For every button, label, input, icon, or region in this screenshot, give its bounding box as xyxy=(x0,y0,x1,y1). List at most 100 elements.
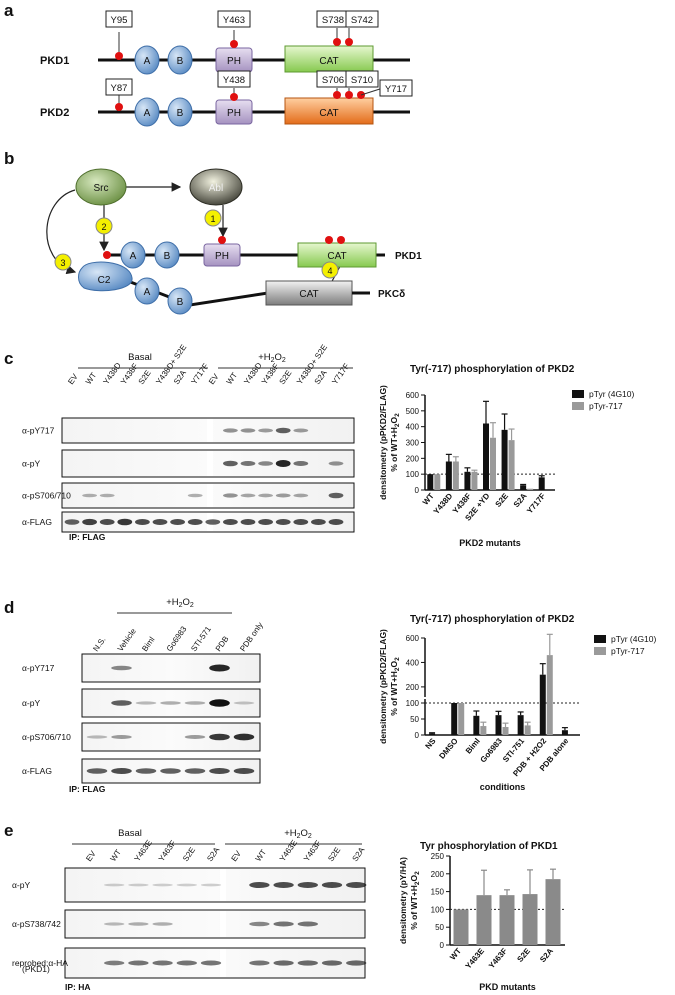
x-tick-label: WT xyxy=(421,491,436,506)
b-domain-ph: PH xyxy=(215,251,229,262)
lane-label: Y717F xyxy=(189,362,210,387)
band xyxy=(135,701,157,705)
band xyxy=(328,518,344,526)
x-tick-label: Y438D xyxy=(432,491,455,516)
y-tick-label: 300 xyxy=(406,439,420,448)
band xyxy=(273,881,294,889)
bar xyxy=(483,423,489,490)
site-s706: S706 xyxy=(322,75,344,86)
bar xyxy=(561,730,568,735)
chart-title: Tyr(-717) phosphorylation of PKD2 xyxy=(410,614,575,625)
legend-swatch xyxy=(572,390,584,398)
lane-label: S2A xyxy=(205,845,221,863)
legend-swatch xyxy=(572,402,584,410)
legend-swatch xyxy=(594,635,606,643)
lane-label: STI-571 xyxy=(189,624,213,653)
x-tick-label: Go6983 xyxy=(479,736,505,764)
ip-label: IP: FLAG xyxy=(69,532,106,542)
x-tick-label: Y463E xyxy=(464,946,487,971)
band xyxy=(170,518,185,526)
x-tick-label: S2A xyxy=(512,491,529,509)
lane-label: N.S. xyxy=(91,635,107,653)
band xyxy=(152,518,168,526)
y-tick-label: 0 xyxy=(415,486,420,495)
panel-c-label: c xyxy=(4,349,13,368)
y-axis-label: % of WT+H2O2 xyxy=(409,871,421,930)
band xyxy=(160,701,181,705)
blot-label: α-pS706/710 xyxy=(22,732,71,742)
y-axis-label: densitometry (pPKD2/FLAG) xyxy=(378,385,388,500)
lane-label: WT xyxy=(254,848,269,863)
lane-label: S2E xyxy=(277,369,293,387)
band xyxy=(240,428,256,433)
domain-cat: CAT xyxy=(319,108,338,119)
blot-label: α-pY xyxy=(12,880,30,890)
x-axis-label: PKD2 mutants xyxy=(459,538,521,548)
lane-label: Y463F xyxy=(157,839,178,864)
lane-label: EV xyxy=(66,372,80,386)
band xyxy=(152,883,173,887)
band xyxy=(223,493,238,498)
x-tick-label: WT xyxy=(448,946,463,961)
domain-a: A xyxy=(144,56,151,67)
band xyxy=(240,461,256,466)
site-y463: Y463 xyxy=(223,15,245,26)
band xyxy=(184,701,206,705)
bar xyxy=(502,727,509,735)
group-basal: Basal xyxy=(128,352,152,363)
bar xyxy=(453,909,469,945)
band xyxy=(187,493,203,498)
band xyxy=(184,768,206,774)
band xyxy=(104,922,125,926)
y-tick-label: 600 xyxy=(406,391,420,400)
pkd1-label: PKD1 xyxy=(40,55,69,67)
bar xyxy=(501,429,508,490)
lane-label: S2A xyxy=(172,368,188,386)
band xyxy=(111,700,132,706)
site-y95: Y95 xyxy=(111,15,128,26)
bar xyxy=(522,894,538,945)
band xyxy=(233,767,255,775)
domain-b: B xyxy=(177,56,184,67)
band xyxy=(128,922,149,926)
band xyxy=(152,922,173,926)
b-pkd1-label: PKD1 xyxy=(395,251,422,262)
band xyxy=(209,664,230,672)
band xyxy=(275,493,291,498)
band xyxy=(321,881,343,889)
b-domain-c2: C2 xyxy=(98,275,111,286)
band xyxy=(99,493,115,498)
x-tick-label: Y463F xyxy=(487,946,509,970)
x-tick-label: S2E xyxy=(493,491,510,509)
lane-label: S2A xyxy=(350,845,366,863)
bar xyxy=(471,471,478,490)
band xyxy=(275,518,291,526)
signaling-diagram: Src Abl A B PH CAT PKD1 C2 A B CAT PKCδ … xyxy=(46,168,422,315)
site-y438: Y438 xyxy=(223,75,245,86)
lane-label: PDB xyxy=(214,635,231,654)
blot-label: (PKD1) xyxy=(22,964,50,974)
panel-d-label: d xyxy=(4,598,14,617)
band xyxy=(233,733,255,741)
y-tick-label: 200 xyxy=(431,870,445,879)
site-y717: Y717 xyxy=(385,84,407,95)
lane-label: Vehicle xyxy=(116,626,138,653)
group-h2o2: +H2O2 xyxy=(166,597,194,609)
band xyxy=(240,518,256,526)
bar xyxy=(476,895,492,945)
band xyxy=(293,493,309,498)
pkd2-label: PKD2 xyxy=(40,107,69,119)
band xyxy=(297,960,318,966)
y-tick-label: 100 xyxy=(406,699,420,708)
legend-swatch xyxy=(594,647,606,655)
y-tick-label: 400 xyxy=(406,423,420,432)
pkd2-domain-diagram: PKD2 Y87 A B PH Y438 CAT S706 S710 Y717 xyxy=(40,70,413,127)
bar xyxy=(524,725,531,735)
group-basal: Basal xyxy=(118,828,142,839)
band xyxy=(135,518,150,526)
lane-label: WT xyxy=(225,371,240,386)
blot-label: α-pY xyxy=(22,459,40,469)
chart-title: Tyr(-717) phosphorylation of PKD2 xyxy=(410,364,575,375)
site-s710: S710 xyxy=(351,75,373,86)
